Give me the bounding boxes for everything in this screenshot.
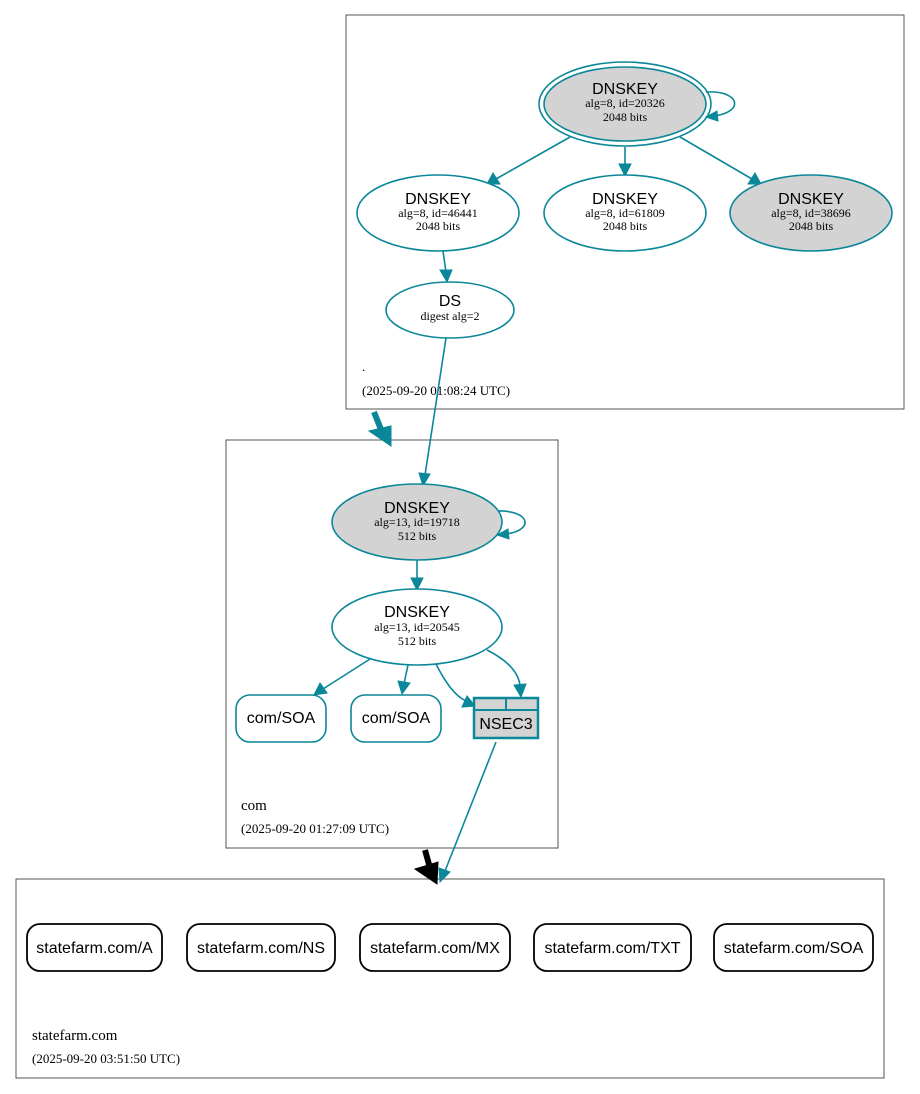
node-detail: alg=13, id=19718 — [374, 515, 460, 529]
edge-root-ksk-to-zsk-46441 — [495, 136, 571, 180]
record-box — [713, 923, 874, 972]
root-ksk-20326-node[interactable]: DNSKEY alg=8, id=20326 2048 bits — [538, 61, 712, 147]
statefarm-record-node[interactable]: statefarm.com/MX — [359, 923, 511, 972]
arrowhead — [418, 472, 431, 488]
node-title: DNSKEY — [778, 191, 844, 208]
arrowhead — [439, 269, 453, 284]
arrowhead — [461, 695, 476, 708]
com-zone-name: com — [241, 798, 267, 814]
arrowhead — [495, 528, 510, 540]
edge-com-zsk-to-nsec3-b — [486, 649, 521, 686]
node-detail: alg=8, id=46441 — [398, 206, 478, 220]
root-zsk-46441-node[interactable]: DNSKEY alg=8, id=46441 2048 bits — [356, 174, 520, 252]
record-label: statefarm.com/TXT — [544, 940, 680, 957]
arrowhead — [486, 172, 501, 185]
record-label: statefarm.com/A — [36, 940, 153, 957]
node-detail: 2048 bits — [603, 110, 648, 124]
root-zone-box — [345, 14, 905, 410]
root-ksk-38696-node[interactable]: DNSKEY alg=8, id=38696 2048 bits — [729, 174, 893, 252]
node-detail: 512 bits — [398, 634, 437, 648]
com-zone-box — [225, 439, 559, 849]
root-zone-timestamp: (2025-09-20 01:08:24 UTC) — [362, 383, 510, 398]
node-title: DNSKEY — [592, 191, 658, 208]
node-detail: digest alg=2 — [420, 309, 479, 323]
arrowhead — [313, 682, 328, 696]
record-label: statefarm.com/MX — [370, 940, 500, 957]
arrowhead — [367, 425, 392, 447]
edge-zsk-46441-to-ds — [442, 250, 447, 273]
edge-com-zsk-to-nsec3-a — [435, 663, 467, 702]
com-nsec3-node[interactable]: NSEC3 — [472, 696, 540, 740]
node-detail: 2048 bits — [603, 219, 648, 233]
edge-nsec3-to-statefarm — [444, 741, 497, 872]
record-box — [186, 923, 336, 972]
arrowhead — [397, 680, 411, 696]
record-box — [359, 923, 511, 972]
node-title: DNSKEY — [384, 604, 450, 621]
edge-root-ksk-to-ksk-38696 — [679, 136, 753, 180]
root-zsk-61809-node[interactable]: DNSKEY alg=8, id=61809 2048 bits — [543, 174, 707, 252]
node-title: DS — [439, 293, 461, 310]
edge-com-zsk-to-soa-1 — [322, 658, 371, 690]
arrowhead — [747, 172, 762, 185]
statefarm-record-node[interactable]: statefarm.com/NS — [186, 923, 336, 972]
arrowhead — [513, 683, 527, 699]
arrowhead — [618, 163, 632, 178]
com-soa-node-1[interactable]: com/SOA — [235, 694, 327, 743]
edge-ds-to-com-ksk — [424, 337, 447, 476]
arrowhead — [438, 867, 451, 884]
node-detail: 2048 bits — [789, 219, 834, 233]
statefarm-zone-box — [15, 878, 885, 1079]
arrowhead — [413, 861, 439, 885]
record-label: statefarm.com/SOA — [724, 940, 864, 957]
statefarm-record-node[interactable]: statefarm.com/SOA — [713, 923, 874, 972]
node-detail: alg=8, id=38696 — [771, 206, 851, 220]
arrowhead — [410, 577, 424, 592]
root-ds-node[interactable]: DS digest alg=2 — [385, 281, 515, 339]
statefarm-record-node[interactable]: statefarm.com/TXT — [533, 923, 692, 972]
node-title: DNSKEY — [405, 191, 471, 208]
com-zone-timestamp: (2025-09-20 01:27:09 UTC) — [241, 821, 389, 836]
com-ksk-19718-node[interactable]: DNSKEY alg=13, id=19718 512 bits — [331, 483, 503, 561]
node-detail: alg=13, id=20545 — [374, 620, 460, 634]
statefarm-record-node[interactable]: statefarm.com/A — [26, 923, 163, 972]
node-label: com/SOA — [362, 710, 431, 727]
record-box — [533, 923, 692, 972]
node-title: DNSKEY — [592, 81, 658, 98]
node-detail: alg=8, id=61809 — [585, 206, 665, 220]
com-zsk-20545-node[interactable]: DNSKEY alg=13, id=20545 512 bits — [331, 588, 503, 666]
statefarm-zone-timestamp: (2025-09-20 03:51:50 UTC) — [32, 1051, 180, 1066]
node-detail: 2048 bits — [416, 219, 461, 233]
node-title: DNSKEY — [384, 500, 450, 517]
arrowhead — [704, 110, 719, 122]
node-detail: alg=8, id=20326 — [585, 96, 665, 110]
record-box — [26, 923, 163, 972]
edge-root-ksk-self-signature — [705, 91, 736, 117]
com-soa-node-2[interactable]: com/SOA — [350, 694, 442, 743]
node-label: com/SOA — [247, 710, 316, 727]
node-detail: 512 bits — [398, 529, 437, 543]
node-label: NSEC3 — [479, 716, 532, 733]
statefarm-records: statefarm.com/A statefarm.com/NS statefarm… — [26, 923, 874, 972]
root-zone-name: . — [362, 359, 365, 374]
statefarm-zone-name: statefarm.com — [32, 1028, 118, 1044]
record-label: statefarm.com/NS — [197, 940, 325, 957]
edge-com-ksk-self-signature — [496, 510, 526, 535]
edge-com-zsk-to-soa-2 — [403, 664, 409, 685]
